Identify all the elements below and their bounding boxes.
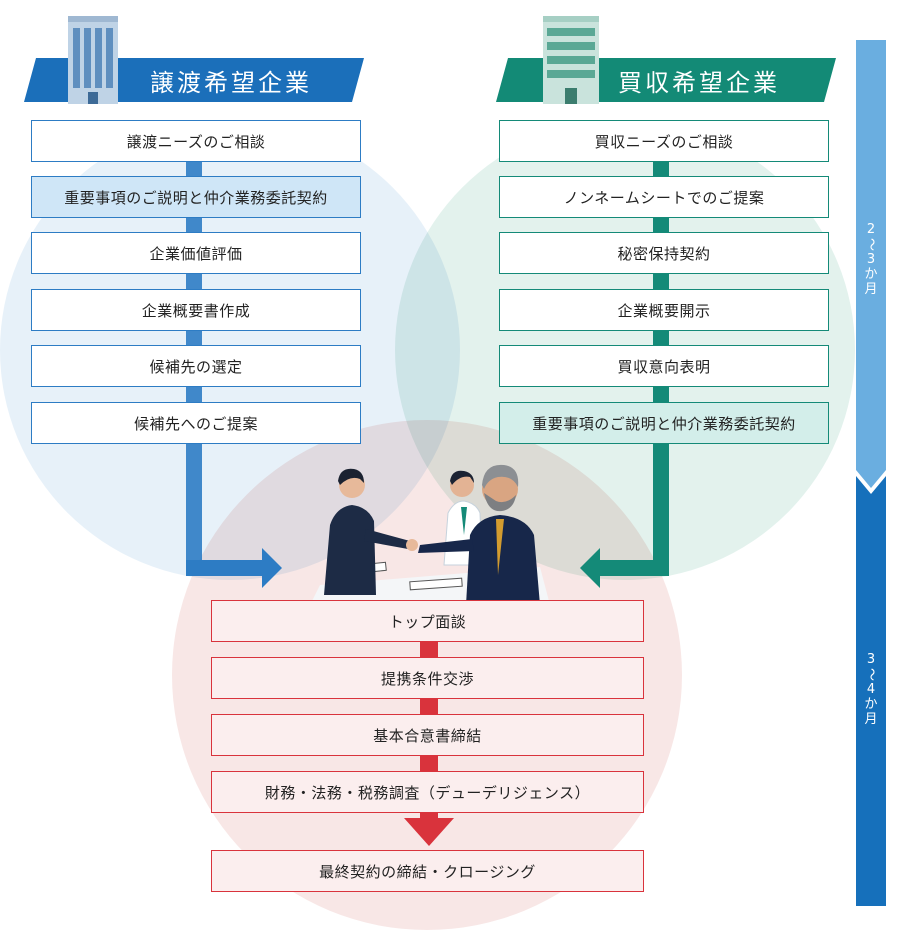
timeline-label-phase-1: 2 〜 3 か 月 xyxy=(863,222,879,297)
seller-step-3: 企業価値評価 xyxy=(31,232,361,274)
joint-step-3: 基本合意書締結 xyxy=(211,714,644,756)
joint-step-2: 提携条件交渉 xyxy=(211,657,644,699)
seller-step-2: 重要事項のご説明と仲介業務委託契約 xyxy=(31,176,361,218)
seller-step-1: 譲渡ニーズのご相談 xyxy=(31,120,361,162)
final-step: 最終契約の締結・クロージング xyxy=(211,850,644,892)
buyer-building-icon xyxy=(543,16,599,104)
seller-step-5: 候補先の選定 xyxy=(31,345,361,387)
buyer-title: 買収希望企業 xyxy=(618,68,780,97)
buyer-step-6: 重要事項のご説明と仲介業務委託契約 xyxy=(499,402,829,444)
handshake-meeting-illustration xyxy=(310,464,550,605)
buyer-step-5: 買収意向表明 xyxy=(499,345,829,387)
seller-step-4: 企業概要書作成 xyxy=(31,289,361,331)
seller-building-icon xyxy=(68,16,118,104)
buyer-step-4: 企業概要開示 xyxy=(499,289,829,331)
buyer-step-1: 買収ニーズのご相談 xyxy=(499,120,829,162)
joint-step-1: トップ面談 xyxy=(211,600,644,642)
timeline-bar xyxy=(856,40,886,906)
seller-title: 譲渡希望企業 xyxy=(150,68,312,97)
seller-step-6: 候補先へのご提案 xyxy=(31,402,361,444)
joint-step-4: 財務・法務・税務調査（デューデリジェンス） xyxy=(211,771,644,813)
timeline-label-phase-2: 3 〜 4 か 月 xyxy=(863,652,879,727)
buyer-step-2: ノンネームシートでのご提案 xyxy=(499,176,829,218)
buyer-step-3: 秘密保持契約 xyxy=(499,232,829,274)
